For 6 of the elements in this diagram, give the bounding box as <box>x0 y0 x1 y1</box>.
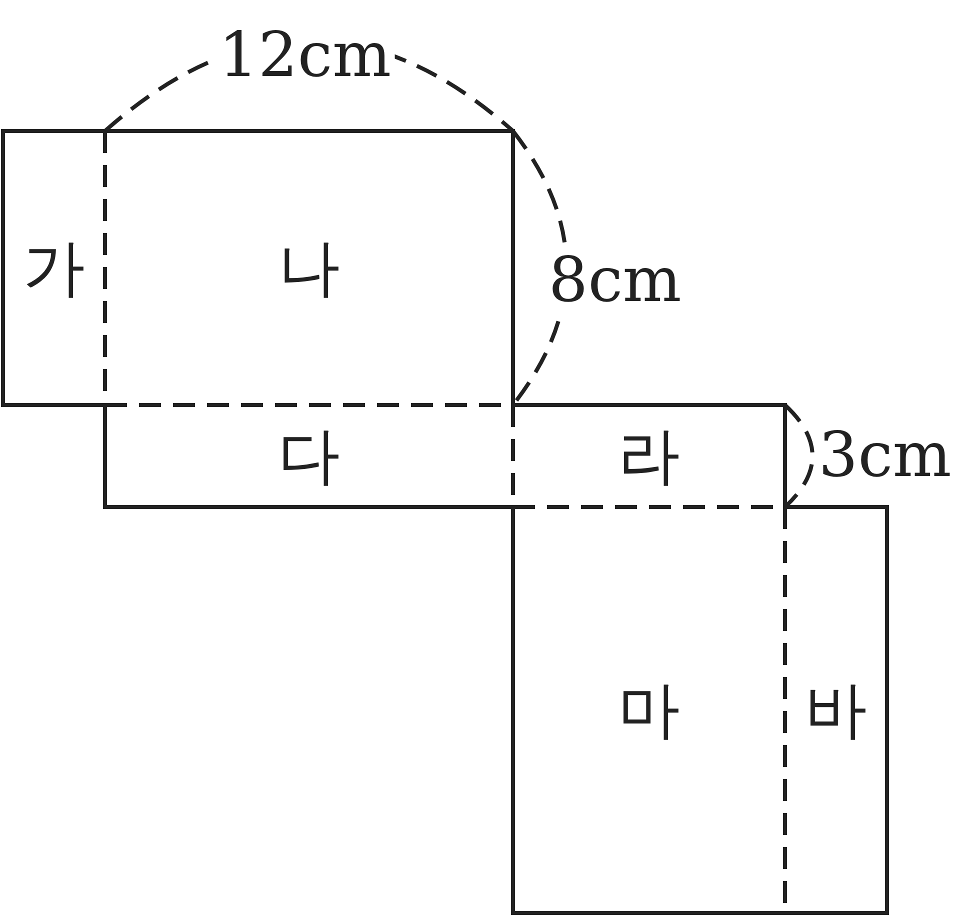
face-label: 마 <box>618 679 680 741</box>
face-label: 라 <box>618 425 680 487</box>
face-label: 나 <box>278 237 340 299</box>
face-label: 가 <box>23 237 85 299</box>
face-label: 바 <box>805 679 867 741</box>
face-label: 다 <box>278 425 340 487</box>
